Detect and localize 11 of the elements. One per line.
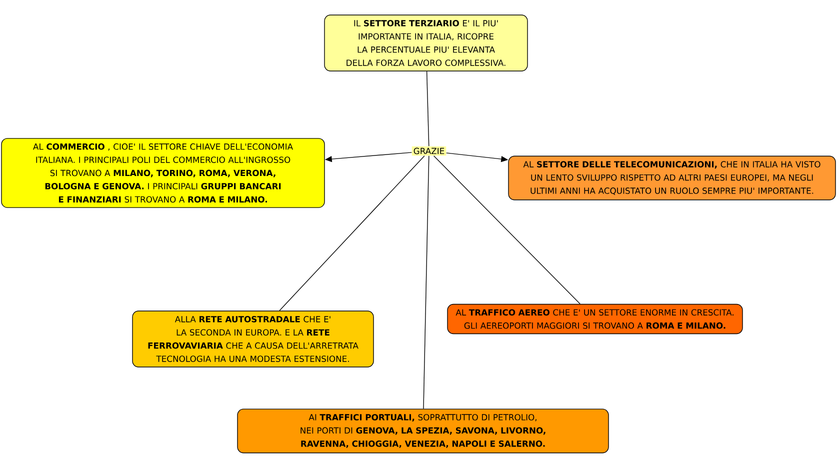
concept-box: AL TRAFFICO AEREO CHE E' UN SETTORE ENORME IN CRESCITA. GLI AEREOPORTI MAGGIORI SI TROVANO A ROMA E MILANO. [447, 304, 743, 334]
concept-box: IL SETTORE TERZIARIO E' IL PIU' IMPORTANTE IN ITALIA, RICOPRE LA PERCENTUALE PIU' ELEVANTA DELLA FORZA LAVORO COMPLESSIVA. [324, 14, 528, 72]
connector-line [279, 156, 425, 312]
concept-box: AL SETTORE DELLE TELECOMUNICAZIONI, CHE IN ITALIA HA VISTO UN LENTO SVILUPPO RISPETTO AD ALTRI PAESI EUROPEI, MA NEGLI ULTIMI ANNI HA ACQUISTATO UN RUOLO SEMPRE PIU' IMPORTANTE. [508, 156, 836, 200]
concept-box: ALLA RETE AUTOSTRADALE CHE E' LA SECONDA IN EUROPA. E LA RETE FERROVAVIARIA CHE A CAUSA DELL'ARRETRATA TECNOLOGIA HA UNA MODESTA ESTENSIONE. [132, 310, 374, 368]
concept-box: AL COMMERCIO , CIOE' IL SETTORE CHIAVE DELL'ECONOMIA ITALIANA. I PRINCIPALI POLI DEL COMMERCIO ALL'INGROSSO SI TROVANO A MILANO, TORINO, ROMA, VERONA, BOLOGNA E GENOVA. I PRINCIPALI GRUPPI BANCARI E FINANZIARI SI TROVANO A ROMA E MILANO. [1, 138, 325, 208]
connector-line [433, 156, 580, 304]
connector-line [423, 156, 430, 410]
center-label: GRAZIE [412, 146, 446, 156]
connector-line [426, 70, 430, 146]
concept-box: AI TRAFFICI PORTUALI, SOPRATTUTTO DI PETROLIO, NEI PORTI DI GENOVA, LA SPEZIA, SAVONA, LIVORNO, RAVENNA, CHIOGGIA, VENEZIA, NAPOLI E SALERNO. [237, 408, 609, 454]
